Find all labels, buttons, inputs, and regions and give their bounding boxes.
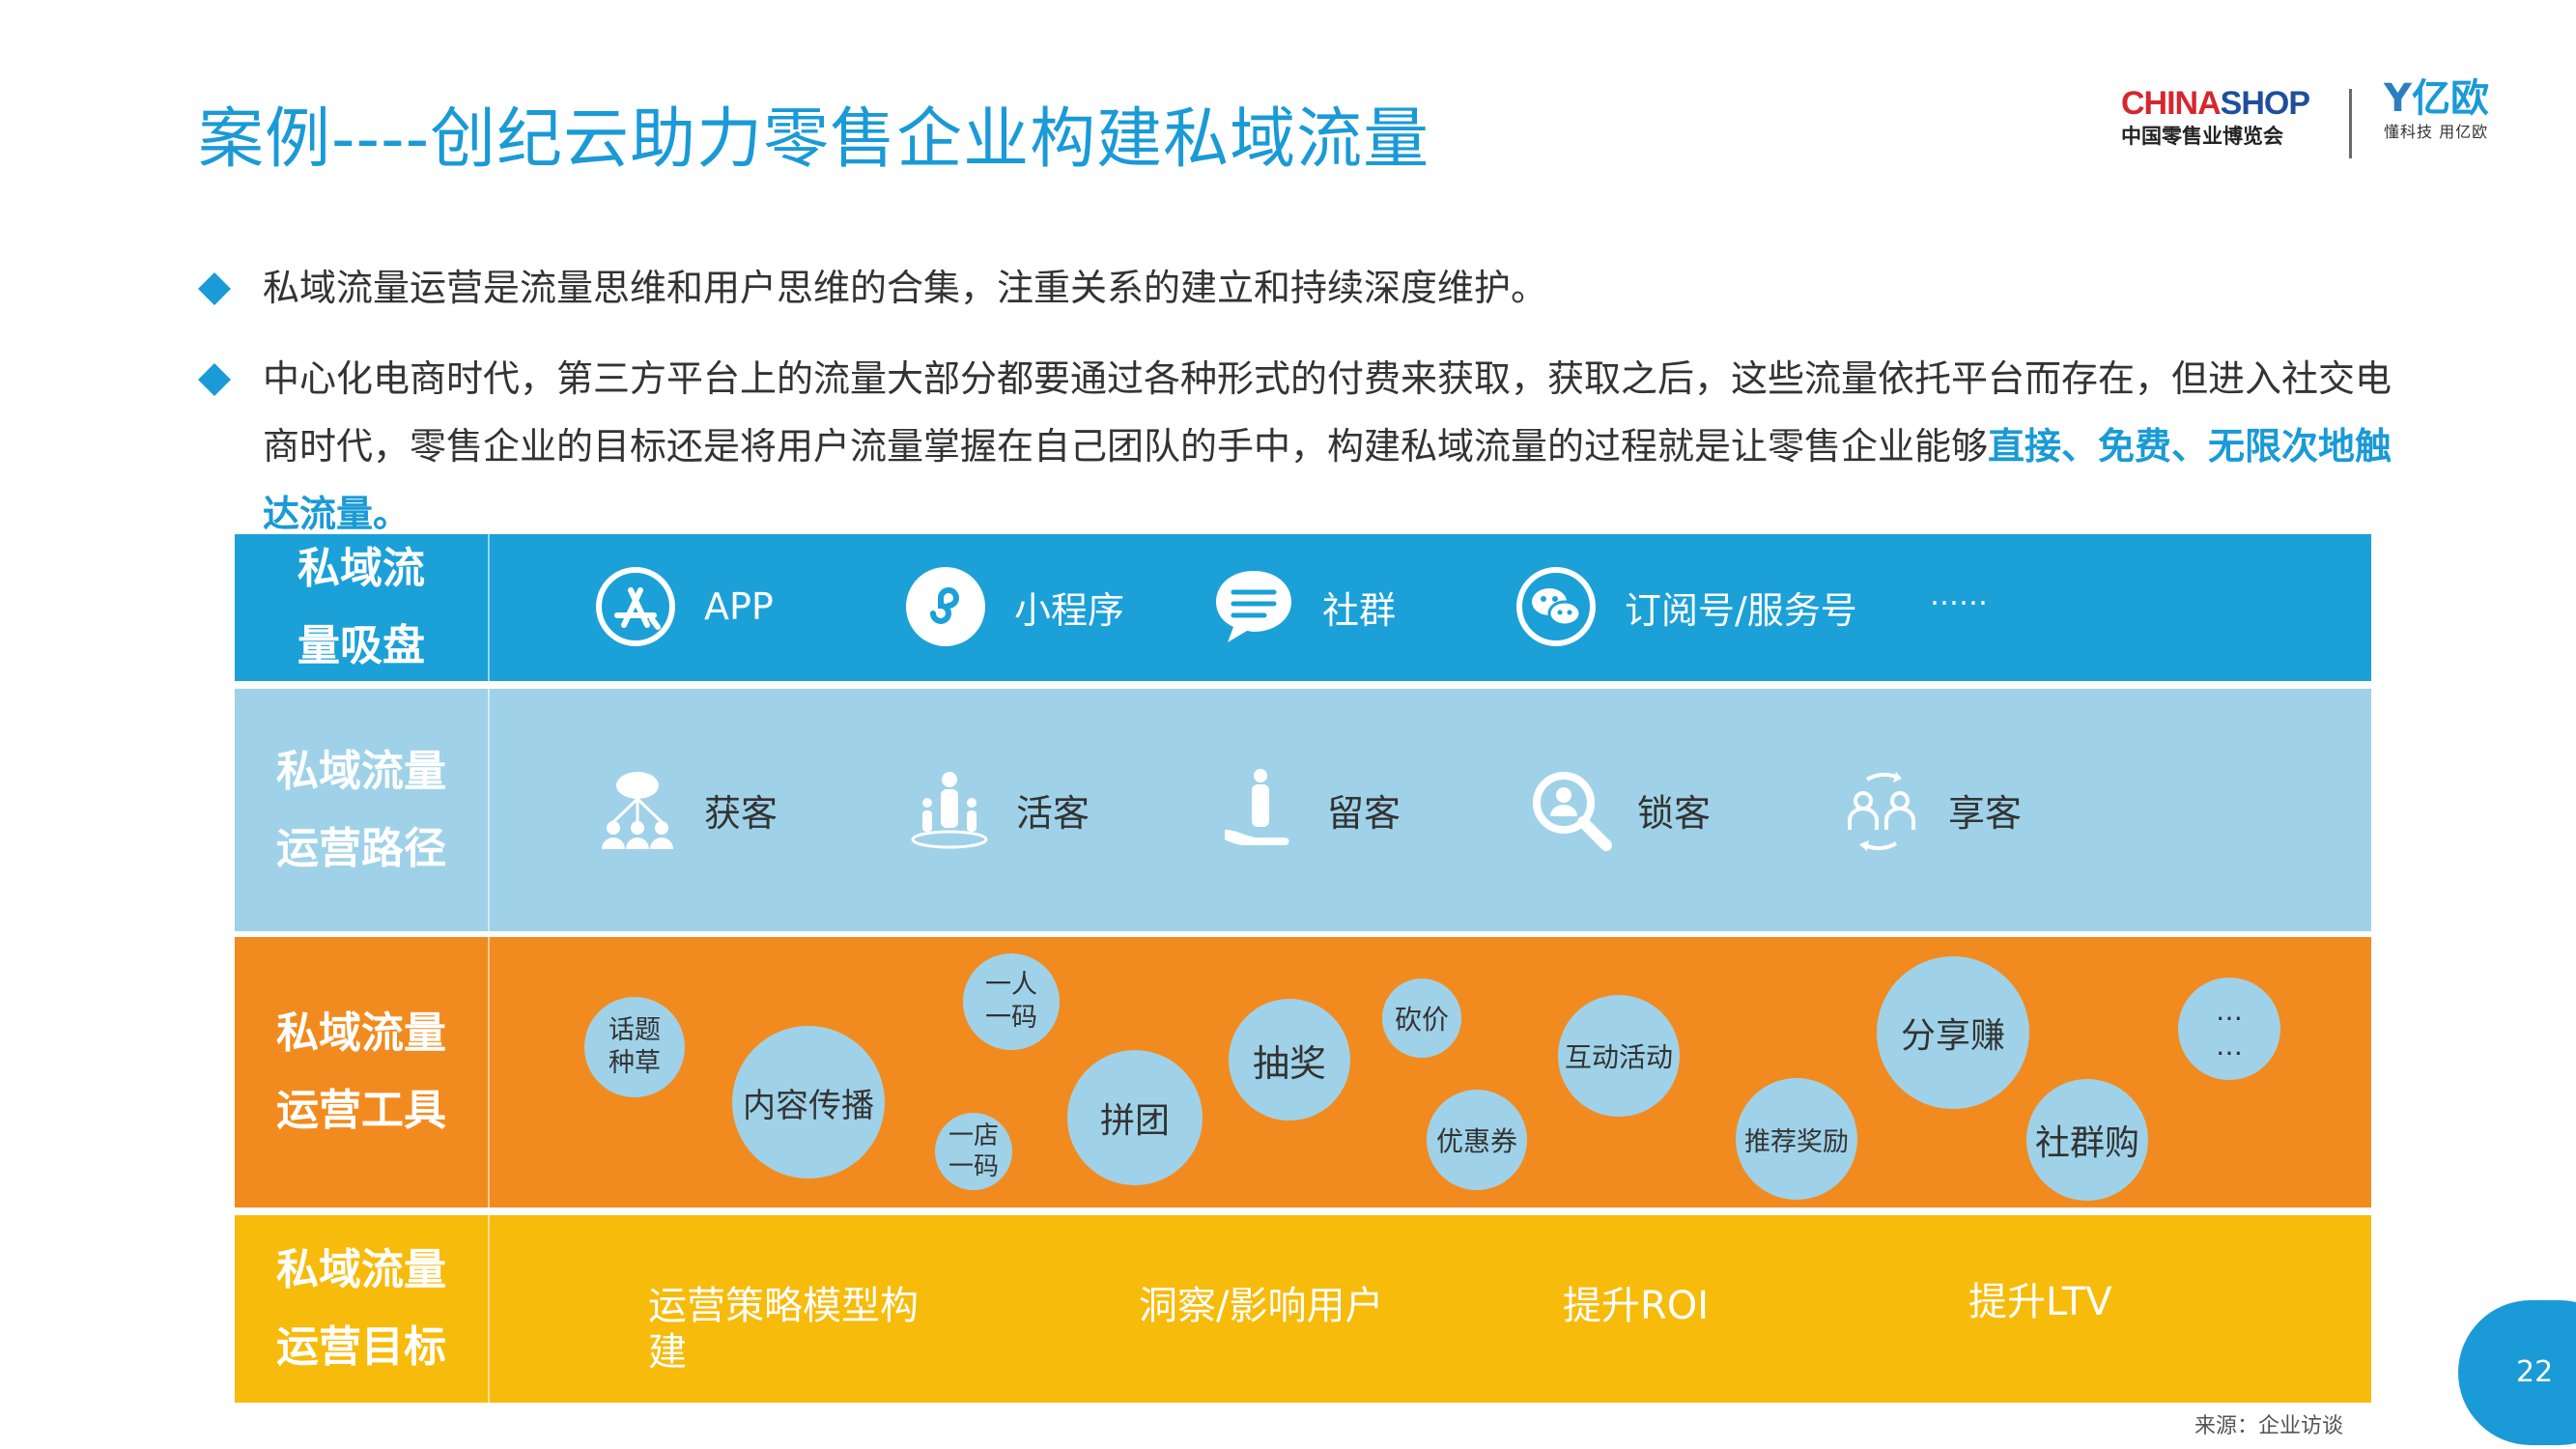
tool-bubble: 优惠券 bbox=[1427, 1090, 1527, 1190]
source-note: 来源：企业访谈 bbox=[2194, 1414, 2344, 1438]
row-label: 私域流量 运营工具 bbox=[235, 937, 490, 1208]
goal-item: 运营策略模型构建 bbox=[648, 1284, 919, 1375]
page-number-badge: 22 bbox=[2458, 1300, 2576, 1445]
operation-goals-row: 私域流量 运营目标 运营策略模型构建 洞察/影响用户 提升ROI 提升LTV bbox=[235, 1215, 2371, 1403]
tool-bubble: 一人一码 bbox=[963, 953, 1060, 1050]
hand-holding-person-icon bbox=[1225, 769, 1289, 845]
more-channels: …… bbox=[1930, 579, 1988, 612]
path-step: 享客 bbox=[1838, 766, 2022, 853]
channel-app: APP bbox=[594, 565, 774, 648]
goal-item: 提升LTV bbox=[1968, 1280, 2112, 1324]
page-title: 案例----创纪云助力零售企业构建私域流量 bbox=[198, 101, 1430, 178]
network-people-icon bbox=[602, 772, 673, 849]
channel-community: 社群 bbox=[1212, 565, 1396, 648]
channel-mini-program: 小程序 bbox=[904, 565, 1124, 648]
logo-divider bbox=[2349, 89, 2352, 158]
row-label: 私域流 量吸盘 bbox=[235, 534, 490, 681]
diamond-bullet-icon bbox=[198, 272, 231, 305]
path-step: 活客 bbox=[906, 766, 1090, 853]
channel-wechat-account: 订阅号/服务号 bbox=[1514, 565, 1857, 648]
wechat-icon bbox=[1516, 567, 1596, 646]
people-cycle-icon bbox=[1848, 772, 1915, 851]
path-step: 获客 bbox=[594, 766, 778, 853]
path-step: 留客 bbox=[1217, 766, 1401, 853]
goal-item: 提升ROI bbox=[1563, 1284, 1710, 1328]
tool-bubble: 内容传播 bbox=[732, 1026, 885, 1179]
tool-bubble: 推荐奖励 bbox=[1736, 1078, 1857, 1200]
chinashop-logo: CHINASHOP 中国零售业博览会 bbox=[2121, 85, 2310, 148]
tool-bubble: 一店一码 bbox=[935, 1113, 1012, 1190]
diamond-bullet-icon bbox=[198, 363, 231, 396]
tool-bubble: 话题种草 bbox=[584, 997, 685, 1097]
operation-path-row: 私域流量 运营路径 获客 活客 留客 bbox=[235, 689, 2371, 931]
traffic-pool-row: 私域流 量吸盘 APP 小程序 社群 订阅号/服务号 …… bbox=[235, 534, 2371, 681]
mini-program-icon bbox=[906, 567, 985, 646]
row-label: 私域流量 运营目标 bbox=[235, 1215, 490, 1403]
person-podium-icon bbox=[911, 772, 988, 849]
row-label: 私域流量 运营路径 bbox=[235, 689, 490, 931]
tool-bubble: 分享赚 bbox=[1877, 956, 2029, 1109]
tool-bubble: 拼团 bbox=[1067, 1050, 1203, 1185]
bullet-item: 私域流量运营是流量思维和用户思维的合集，注重关系的建立和持续深度维护。 bbox=[198, 254, 2424, 322]
operation-tools-row: 私域流量 运营工具 话题种草 内容传播 一人一码 一店一码 拼团 抽奖 砍价 优… bbox=[235, 937, 2371, 1208]
goal-item: 洞察/影响用户 bbox=[1139, 1284, 1384, 1328]
app-store-icon bbox=[596, 567, 675, 646]
path-step: 锁客 bbox=[1527, 766, 1711, 853]
tool-bubble: 抽奖 bbox=[1229, 999, 1350, 1121]
tool-bubble: …… bbox=[2178, 978, 2280, 1080]
tool-bubble: 砍价 bbox=[1382, 979, 1461, 1058]
yiou-logo: Y亿欧 懂科技 用亿欧 bbox=[2384, 76, 2489, 141]
magnifier-person-icon bbox=[1533, 772, 1612, 851]
tool-bubble: 社群购 bbox=[2026, 1079, 2148, 1201]
tool-bubble: 互动活动 bbox=[1558, 995, 1680, 1117]
chat-bubble-icon bbox=[1216, 571, 1291, 642]
bullet-item: 中心化电商时代，第三方平台上的流量大部分都要通过各种形式的付费来获取，获取之后，… bbox=[198, 345, 2424, 548]
